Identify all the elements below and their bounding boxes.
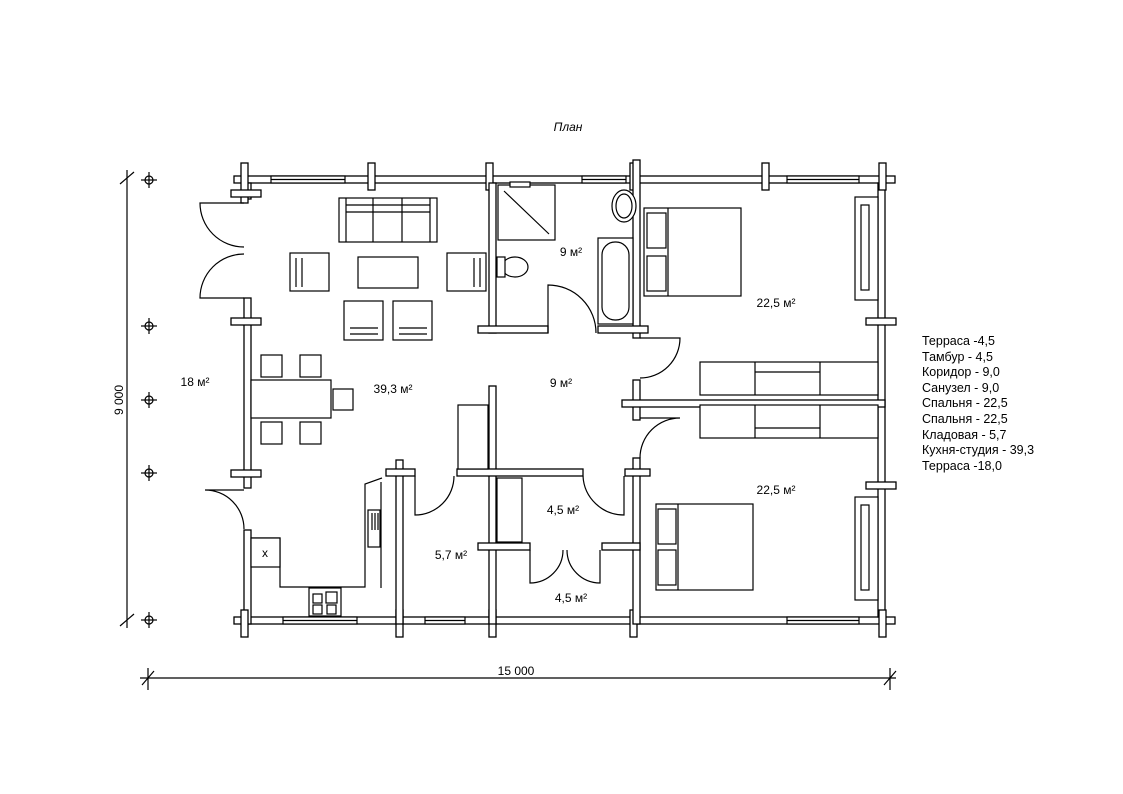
- area-legend: Терраса -4,5 Тамбур - 4,5 Коридор - 9,0 …: [922, 334, 1034, 474]
- kitchen-counter: x: [250, 477, 383, 617]
- legend-item: Кладовая - 5,7: [922, 427, 1007, 442]
- room-area-terrace: 18 м²: [181, 375, 210, 389]
- height-dimension: 9 000: [112, 170, 135, 628]
- bed-bottom: [655, 503, 754, 591]
- walls: [230, 159, 897, 638]
- wardrobes: [457, 196, 879, 601]
- room-area-bathroom: 9 м²: [560, 245, 582, 259]
- bed-top: [643, 207, 742, 297]
- room-area-bedroom-bottom: 22,5 м²: [757, 483, 796, 497]
- doors: [199, 202, 681, 584]
- room-area-corridor: 9 м²: [550, 376, 572, 390]
- legend-item: Санузел - 9,0: [922, 380, 1000, 395]
- legend-item: Терраса -4,5: [922, 334, 995, 348]
- height-dimension-label: 9 000: [112, 385, 126, 415]
- legend-item: Тамбур - 4,5: [922, 349, 993, 364]
- room-area-bedroom-top: 22,5 м²: [757, 296, 796, 310]
- bathroom-fixtures: [496, 181, 637, 325]
- armchairs: [289, 252, 487, 341]
- axis-markers: [141, 172, 157, 628]
- legend-item: Спальня - 22,5: [922, 396, 1008, 411]
- sink-mark: x: [262, 546, 268, 560]
- legend-item: Кухня-студия - 39,3: [922, 443, 1035, 458]
- width-dimension-label: 15 000: [498, 664, 535, 678]
- legend-item: Терраса -18,0: [922, 458, 1002, 473]
- plan-title: План: [554, 120, 583, 134]
- room-area-kitchen-studio: 39,3 м²: [374, 382, 413, 396]
- windows: [270, 175, 860, 625]
- legend-item: Спальня - 22,5: [922, 411, 1008, 426]
- room-area-entry-terrace: 4,5 м²: [555, 591, 587, 605]
- dining-set: [250, 354, 354, 445]
- sofa: [338, 197, 438, 243]
- room-area-storage: 5,7 м²: [435, 548, 467, 562]
- width-dimension: 15 000: [140, 664, 897, 690]
- legend-item: Коридор - 9,0: [922, 365, 1000, 380]
- coffee-table: [357, 256, 419, 289]
- room-area-vestibule: 4,5 м²: [547, 503, 579, 517]
